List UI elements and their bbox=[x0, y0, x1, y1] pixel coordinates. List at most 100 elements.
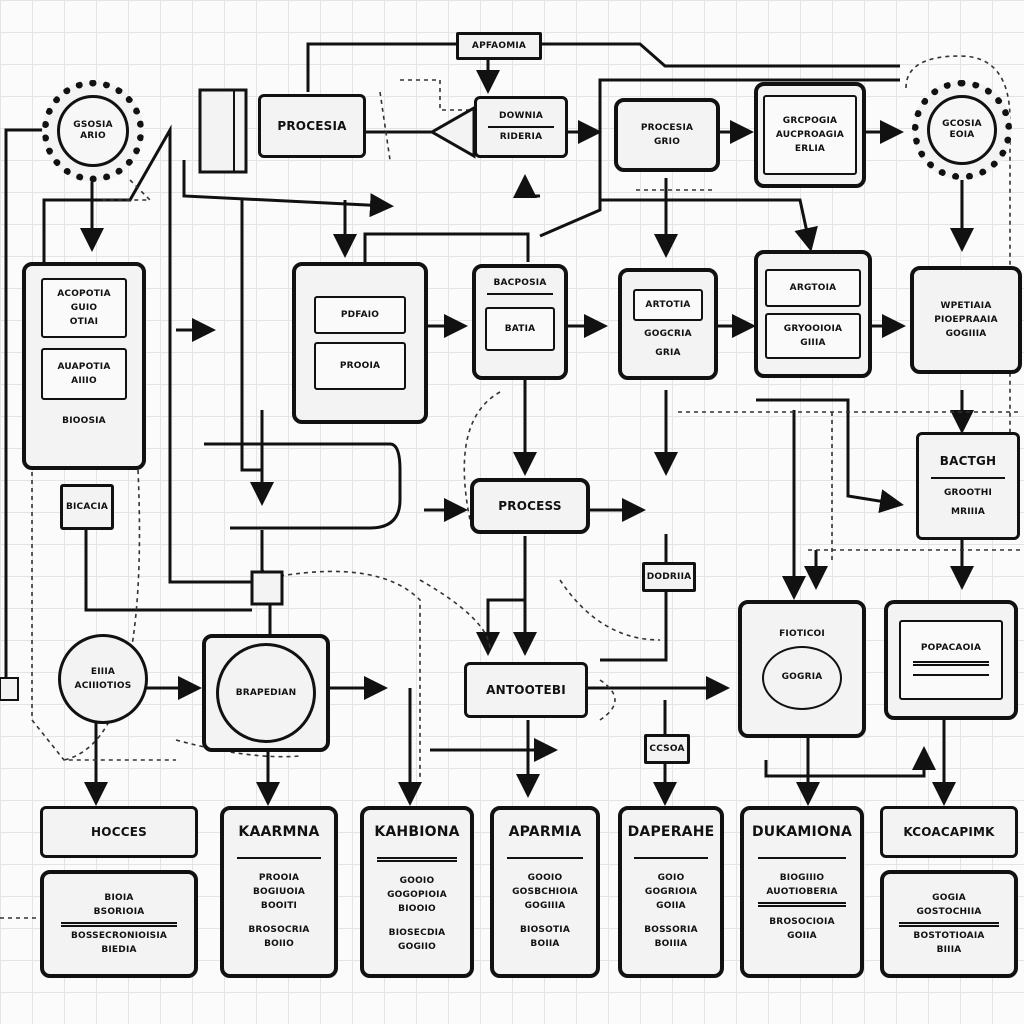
connector bbox=[240, 200, 262, 472]
screen-node[interactable]: FIOTICOI GOGRIA bbox=[738, 600, 866, 738]
node-label: ARTOTIA bbox=[645, 299, 691, 310]
node-label: BOOITI bbox=[260, 901, 298, 911]
right-panel[interactable]: WPETIAIA PIOEPRAAIA GOGIIIA bbox=[910, 266, 1022, 374]
big-round-node[interactable]: BRAPEDIAN bbox=[202, 634, 330, 752]
node-label: APARMIA bbox=[508, 824, 582, 840]
node-label: PDFAIO bbox=[340, 309, 380, 320]
bottom-card-5[interactable]: DAPERAHE GOIO GOGRIOIA GOIIA BOSSORIA BO… bbox=[618, 806, 724, 978]
bottom-header-1[interactable]: HOCCES bbox=[40, 806, 198, 858]
node-label: ACOPOTIA bbox=[57, 288, 111, 299]
connector bbox=[306, 42, 458, 92]
node-label: AUCPROAGIA bbox=[775, 129, 845, 140]
gear-node-right[interactable]: GCOSIA EOIA bbox=[912, 80, 1012, 180]
connector bbox=[4, 128, 44, 690]
dashed-connector bbox=[100, 179, 152, 201]
node-label: PROOIA bbox=[258, 873, 300, 883]
step-node-b[interactable]: GRCPOGIA AUCPROAGIA ERLIA bbox=[754, 82, 866, 188]
node-label: ERLIA bbox=[794, 143, 826, 154]
connector bbox=[182, 160, 394, 218]
left-panel-mid: AUAPOTIA AIIIO bbox=[41, 348, 127, 400]
left-panel[interactable]: ACOPOTIA GUIO OTIAI AUAPOTIA AIIIO BIOOS… bbox=[22, 262, 146, 470]
node-label: GRYOOIOIA bbox=[783, 323, 843, 334]
node-label: BRAPEDIAN bbox=[235, 687, 297, 698]
node-label: BICACIA bbox=[65, 501, 109, 512]
option-panel[interactable]: ARTOTIA GOGCRIA GRIA bbox=[618, 268, 718, 380]
bottom-card-2[interactable]: KAARMNA PROOIA BOGIUOIA BOOITI BROSOCRIA… bbox=[220, 806, 338, 978]
node-label: GROOTHI bbox=[943, 488, 993, 498]
process-node-center[interactable]: PROCESS bbox=[470, 478, 590, 534]
node-label: DOWNIA bbox=[498, 111, 544, 121]
connector bbox=[600, 592, 668, 662]
node-label: AUOTIOBERIA bbox=[766, 887, 838, 897]
node-label: GOGCRIA bbox=[644, 329, 692, 339]
dashed-connector bbox=[379, 91, 391, 161]
dashed-connector bbox=[559, 579, 661, 641]
node-label: GOIIA bbox=[787, 931, 817, 941]
node-label: BIOOIO bbox=[398, 904, 436, 914]
node-label: GIIIA bbox=[800, 337, 826, 348]
node-label: PIOEPRAAIA bbox=[934, 314, 998, 325]
node-label: EOIA bbox=[949, 130, 975, 140]
action-panel-top: ARGTOIA bbox=[765, 269, 861, 307]
bottom-detail-7[interactable]: GOGIA GOSTOCHIIA BOSTOTIOAIA BIIIA bbox=[880, 870, 1018, 978]
node-label: PROOIA bbox=[339, 360, 381, 371]
antogen-node[interactable]: ANTOOTEBI bbox=[464, 662, 588, 718]
node-label: GRCPOGIA bbox=[782, 115, 838, 126]
node-label: AUAPOTIA bbox=[57, 361, 111, 372]
node-label: BIIIA bbox=[936, 944, 962, 955]
merge-node[interactable]: DOWNIA RIDERIA bbox=[474, 96, 568, 158]
node-label: DUKAMIONA bbox=[751, 824, 853, 840]
left-panel-top: ACOPOTIA GUIO OTIAI bbox=[41, 278, 127, 338]
stack-panel[interactable]: PDFAIO PROOIA bbox=[292, 262, 428, 424]
node-label: GRIA bbox=[655, 348, 681, 358]
stack-panel-item: PDFAIO bbox=[314, 296, 406, 334]
connector bbox=[513, 174, 540, 198]
node-label: GOGIA bbox=[932, 892, 966, 903]
small-side-node[interactable]: BICACIA bbox=[60, 484, 114, 530]
action-panel[interactable]: ARGTOIA GRYOOIOIA GIIIA bbox=[754, 250, 872, 378]
node-label: GOGIIO bbox=[398, 942, 436, 952]
node-label: BIOIA bbox=[104, 892, 134, 903]
diagram-title: APFAOMIA bbox=[456, 32, 542, 60]
process-node-top[interactable]: PROCESIA bbox=[258, 94, 366, 158]
dashed-connector bbox=[175, 739, 301, 758]
node-label: GOGRIOIA bbox=[644, 887, 698, 897]
connector bbox=[764, 746, 936, 778]
node-label: GCOSIA bbox=[942, 119, 982, 129]
node-label: AIIIO bbox=[71, 375, 97, 386]
bottom-detail-1[interactable]: BIOIA BSORIOIA BOSSECRONIOISIA BIEDIA bbox=[40, 870, 198, 978]
doc-node-inner: POPACAOIA bbox=[899, 620, 1003, 700]
step-node-a[interactable]: PROCESIA GRIO bbox=[614, 98, 720, 172]
node-label: BOSSECRONIOISIA bbox=[70, 930, 168, 941]
circle-node-left[interactable]: EIIIA ACIIIOTIOS bbox=[58, 634, 148, 724]
node-label: GSOSIA bbox=[73, 120, 113, 130]
doc-node[interactable]: POPACAOIA bbox=[884, 600, 1018, 720]
dashed-connector bbox=[599, 679, 616, 721]
node-label: BOIIA bbox=[530, 939, 560, 949]
bottom-card-3[interactable]: KAHBIONA GOOIO GOGOPIOIA BIOOIO BIOSECDI… bbox=[360, 806, 474, 978]
node-label: EIIIA bbox=[90, 666, 116, 677]
label-node-mid[interactable]: DODRIIA bbox=[642, 562, 696, 592]
action-panel-bottom: GRYOOIOIA GIIIA bbox=[765, 313, 861, 359]
node-label: BACTGH bbox=[939, 454, 997, 468]
node-label: GOGOPIOIA bbox=[387, 890, 447, 900]
node-label: FIOTICOI bbox=[779, 628, 825, 639]
node-label: GOIO bbox=[657, 873, 685, 883]
bottom-card-6[interactable]: DUKAMIONA BIOGIIIO AUOTIOBERIA BROSOCIOI… bbox=[740, 806, 864, 978]
node-label: GOOIO bbox=[527, 873, 563, 883]
bacteh-node[interactable]: BACTGH GROOTHI MRIIIA bbox=[916, 432, 1020, 540]
node-label: PROCESIA bbox=[640, 122, 694, 133]
node-label: PROCESIA bbox=[277, 119, 347, 133]
node-label: BROSOCRIA bbox=[248, 925, 310, 935]
dashed-connector bbox=[419, 579, 491, 651]
node-label: ARIO bbox=[80, 131, 106, 141]
diagram-title-text: APFAOMIA bbox=[471, 40, 527, 51]
bottom-header-7[interactable]: KCOACAPIMK bbox=[880, 806, 1018, 858]
gear-node-left[interactable]: GSOSIA ARIO bbox=[42, 80, 144, 182]
bottom-card-4[interactable]: APARMIA GOOIO GOSBCHIOIA GOGIIIA BIOSOTI… bbox=[490, 806, 600, 978]
small-node-mid[interactable]: CCSOA bbox=[644, 734, 690, 764]
node-label: BIOSECDIA bbox=[388, 928, 446, 938]
node-label: ARGTOIA bbox=[789, 282, 837, 293]
flow-panel[interactable]: BACPOSIA BATIA bbox=[472, 264, 568, 380]
